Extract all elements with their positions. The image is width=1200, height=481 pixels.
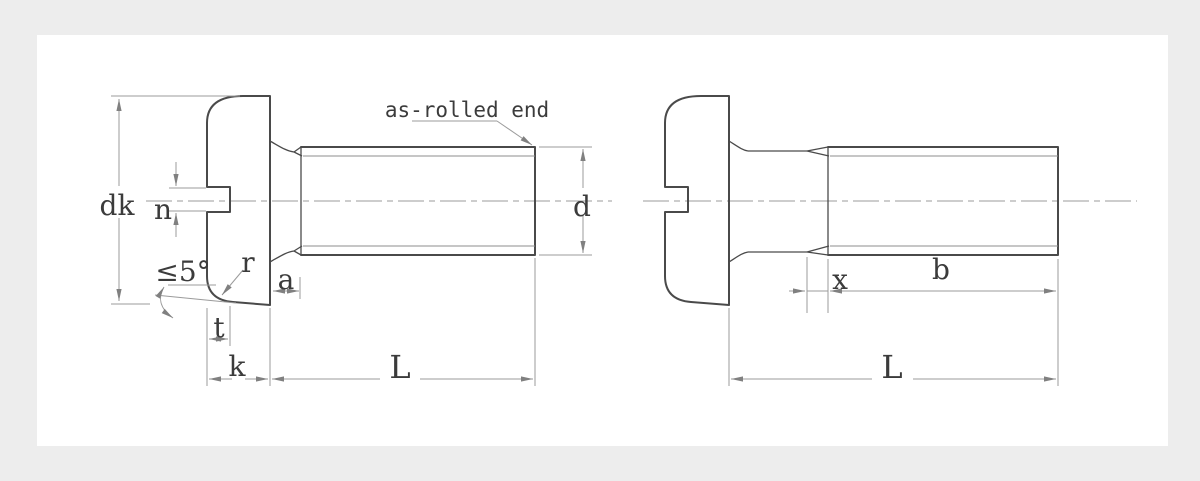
angle-label: ≤5°	[155, 255, 210, 288]
as-rolled-end-label: as-rolled end	[385, 98, 549, 122]
t-extension-lines	[206, 306, 231, 386]
right-top-fillet	[728, 140, 749, 152]
r-leader	[221, 269, 244, 296]
d-label: d	[573, 190, 591, 223]
t-label: t	[213, 311, 225, 344]
right-head-outline	[664, 95, 730, 306]
n-label: n	[154, 193, 172, 226]
d-extension-lines	[539, 146, 592, 256]
left-thread-root	[303, 155, 535, 247]
right-L-label: L	[881, 348, 902, 386]
r-label: r	[241, 246, 255, 279]
as-rolled-end-leader	[496, 120, 533, 146]
x-label: x	[832, 263, 848, 296]
right-thread-runout	[806, 146, 830, 256]
dk-extension-lines	[111, 95, 240, 305]
dk-label: dk	[100, 189, 136, 222]
right-view: x b L	[643, 95, 1137, 386]
left-bottom-fillet	[269, 250, 295, 263]
right-bottom-fillet	[728, 251, 749, 263]
drawing-canvas	[37, 35, 1168, 446]
x-extension-lines	[806, 257, 829, 313]
left-L-label: L	[389, 348, 410, 386]
n-extension-lines	[169, 187, 206, 212]
left-thread-outer	[300, 146, 536, 256]
b-label: b	[932, 253, 950, 286]
left-head-outline	[206, 95, 271, 306]
left-top-fillet	[269, 140, 295, 153]
a-label: a	[278, 263, 295, 296]
right-thread-root	[830, 155, 1058, 247]
right-thread-outer	[827, 146, 1059, 256]
k-label: k	[229, 350, 247, 383]
left-view: dk n ≤5° r a t k L	[100, 95, 612, 386]
angle-arc	[155, 286, 174, 319]
